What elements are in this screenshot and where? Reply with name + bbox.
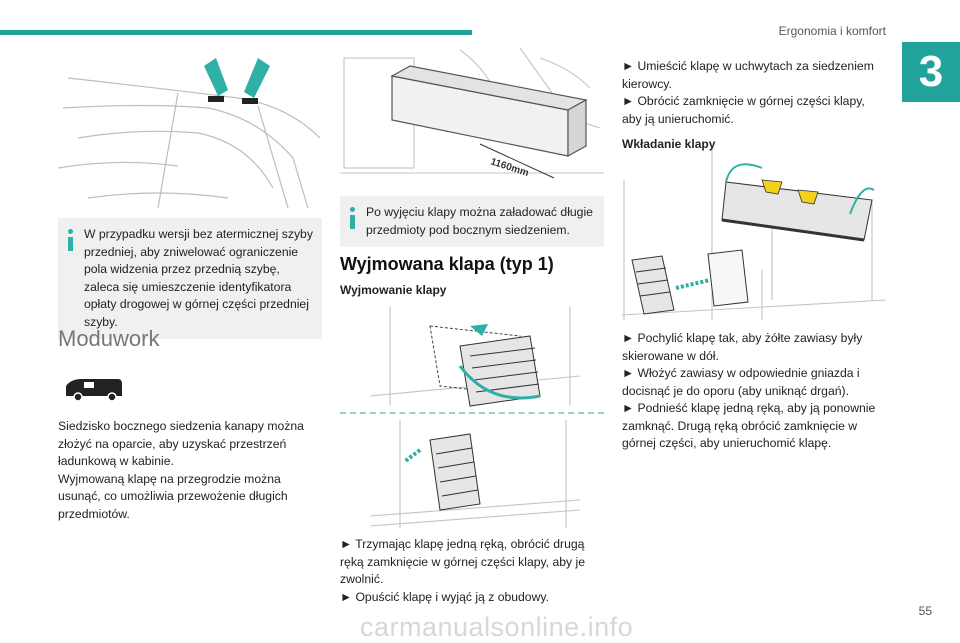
info-icon (346, 204, 360, 239)
install-step-bottom-2: ► Włożyć zawiasy w odpowiednie gniazda i… (622, 366, 860, 398)
info-note-text: W przypadku wersji bez atermicznej szyby… (84, 227, 313, 329)
toll-tag-left-icon (208, 96, 224, 102)
removal-step-1: ► Trzymając klapę jedną ręką, obrócić dr… (340, 537, 585, 586)
install-step-bottom-1: ► Pochylić klapę tak, aby żółte zawiasy … (622, 331, 863, 363)
windscreen-illustration (58, 58, 321, 208)
sub-heading-removal: Wyjmowanie klapy (340, 282, 447, 297)
curved-arrow-icon (458, 365, 541, 400)
install-step-bottom-3: ► Podnieść klapę jedną ręką, aby ją pono… (622, 401, 876, 450)
yellow-hinge-right-icon (797, 189, 819, 205)
section-header-title: Ergonomia i komfort (778, 24, 886, 38)
info-icon (64, 226, 78, 331)
rotate-arrow-icon (470, 324, 488, 336)
pull-arrow-icon (402, 448, 422, 464)
info-note: W przypadku wersji bez atermicznej szyby… (58, 218, 322, 339)
flap-insertion-illustration (622, 150, 886, 320)
section-title-moduwork: Moduwork (58, 326, 160, 351)
info-note-2-text: Po wyjęciu klapy można załadować długie … (366, 205, 593, 237)
flap-removal-illustration-2 (370, 420, 580, 528)
flap-removal-illustration-1 (370, 306, 580, 407)
header-accent-bar (0, 30, 472, 35)
long-load-illustration: 1160mm (340, 48, 604, 179)
install-step-top-2: ► Obrócić zamknięcie w górnej części kla… (622, 94, 865, 126)
moduwork-paragraph-2: Wyjmowaną klapę na przegrodzie można usu… (58, 471, 288, 521)
removal-step-2: ► Opuścić klapę i wyjąć ją z obudowy. (340, 589, 549, 604)
sub-heading-insertion: Wkładanie klapy (622, 137, 716, 151)
section-title-removable-flap: Wyjmowana klapa (typ 1) (340, 254, 554, 274)
install-step-top-1: ► Umieścić klapę w uchwytach za siedzeni… (622, 59, 874, 91)
toll-tag-right-icon (242, 98, 258, 104)
chapter-number-badge: 3 (902, 42, 960, 102)
insert-arrow-icon (675, 278, 711, 290)
arrow-down-right-icon (244, 58, 270, 98)
page-number: 55 (918, 604, 932, 618)
watermark-text: carmanualsonline.info (360, 612, 634, 642)
yellow-hinge-left-icon (761, 179, 783, 195)
van-icon (66, 379, 122, 402)
moduwork-paragraph-1: Siedzisko bocznego siedzenia kanapy możn… (58, 419, 304, 468)
info-note-2: Po wyjęciu klapy można załadować długie … (340, 196, 604, 247)
dimension-label: 1160mm (489, 156, 530, 179)
illustration-separator (340, 412, 604, 414)
arrow-down-left-icon (204, 58, 228, 96)
